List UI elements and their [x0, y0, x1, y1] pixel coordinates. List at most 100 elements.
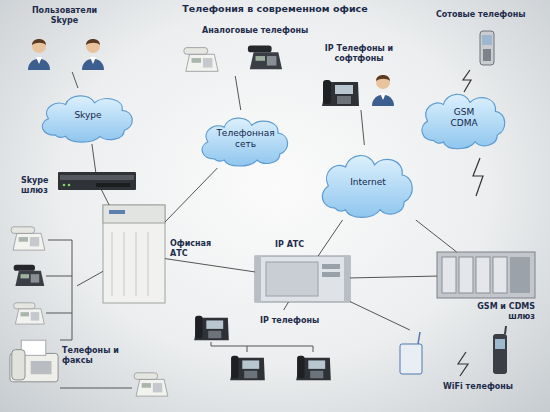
pbx-badge — [109, 210, 125, 214]
connector-line — [350, 302, 410, 330]
cloud-outline — [422, 94, 505, 148]
wifi-phone-antenna — [505, 326, 506, 334]
ip-softphones — [322, 75, 394, 106]
analog-phone — [184, 48, 218, 72]
device-case — [58, 172, 136, 190]
office-phones — [10, 227, 168, 396]
user-icon — [372, 75, 394, 106]
phone-group: Телефоны и факсы — [5, 218, 77, 394]
connector-line — [72, 72, 78, 88]
gateway-device: Skype шлюз — [58, 172, 136, 190]
connector-line — [102, 190, 110, 205]
gateway-module — [493, 257, 507, 293]
connector-line — [318, 220, 342, 256]
connector-line — [165, 168, 217, 222]
node-label: Телефоны и факсы — [62, 346, 124, 366]
server-case — [255, 256, 350, 302]
office-pbx — [103, 205, 165, 303]
pbx-slot — [136, 232, 137, 296]
ip-phones — [194, 316, 331, 380]
desk-phone — [14, 303, 45, 324]
phone-group: IP Телефоны и софтфоны — [318, 70, 400, 110]
phone-group: Сотовые телефоны — [472, 28, 502, 68]
wireless-signal — [463, 70, 471, 92]
cloud-label: Skype — [38, 110, 138, 121]
phone-group: WiFi телефоны — [395, 330, 530, 380]
server-handle — [255, 256, 261, 302]
wifi-phone-screen — [495, 339, 505, 349]
analog-phone — [248, 46, 282, 70]
node-label: Пользователи Skype — [27, 6, 102, 26]
pbx-slot — [112, 232, 113, 296]
access-point — [400, 344, 422, 374]
gsm-gateway — [437, 252, 535, 298]
skype-gateway — [58, 172, 136, 190]
connector-line — [416, 220, 457, 252]
gateway-device: GSM и CDMS шлюз — [437, 252, 535, 298]
pbx-top — [103, 205, 165, 223]
gateway-module — [459, 257, 473, 293]
access-point-antenna — [418, 332, 420, 344]
analog-phones — [184, 46, 282, 72]
connector-line — [165, 259, 255, 272]
gateway-module — [442, 257, 456, 293]
connector-line — [235, 76, 241, 110]
connector-line — [350, 276, 437, 278]
device-ports — [96, 183, 130, 187]
phone-group: IP телефоны — [188, 310, 333, 386]
cloud-label: Телефонная сеть — [208, 128, 283, 150]
ip-phone — [194, 316, 229, 340]
pbx-slot — [148, 232, 149, 296]
connector-line — [284, 302, 289, 310]
wifi-phone — [493, 334, 507, 374]
server-drive — [322, 264, 340, 269]
cloud-outline — [202, 118, 287, 166]
server-bezel — [266, 262, 318, 296]
connector-line — [92, 144, 96, 172]
device-led — [68, 184, 71, 187]
node-label: GSM и CDMS шлюз — [462, 302, 535, 322]
cloud-label: GSM CDMA — [442, 107, 486, 129]
gateway-panel — [510, 257, 530, 293]
ip-phone — [230, 356, 265, 380]
user-icon — [82, 39, 104, 70]
ip-phone — [322, 80, 359, 106]
device-panel — [60, 175, 134, 180]
node-label: Сотовые телефоны — [436, 10, 536, 20]
network-cloud: Телефонная сеть — [198, 110, 293, 168]
desk-phone — [134, 373, 168, 396]
pbx-case — [103, 205, 165, 303]
wifi-phones — [400, 326, 527, 374]
ip-phone — [296, 356, 331, 380]
node-label: IP АТС — [275, 240, 335, 250]
network-cloud: GSM CDMA — [418, 85, 510, 151]
node-label: Офисная АТС — [170, 239, 220, 259]
pbx-device: IP АТС — [255, 256, 350, 302]
desk-phone — [11, 227, 45, 250]
connector-line — [361, 110, 364, 145]
phone-group: Аналоговые телефоны — [180, 42, 285, 76]
node-label: Skype шлюз — [21, 176, 56, 196]
wireless-signal — [473, 158, 483, 196]
node-label: WiFi телефоны — [443, 382, 533, 392]
node-label: IP телефоны — [260, 316, 340, 326]
phone-wiring — [46, 240, 132, 388]
pbx-device: Офисная АТС — [103, 205, 165, 303]
lan-wiring — [211, 342, 313, 352]
skype-cloud: Skype — [38, 88, 138, 144]
node-label: Аналоговые телефоны — [202, 26, 322, 36]
server-handle — [344, 256, 350, 302]
diagram-title: Телефония в современном офисе — [140, 3, 410, 14]
server-drive — [322, 272, 340, 277]
pbx-slot — [124, 232, 125, 296]
cell-phone — [480, 31, 494, 65]
desk-phone — [14, 265, 45, 286]
node-label: IP Телефоны и софтфоны — [320, 44, 398, 64]
gateway-case — [437, 252, 535, 298]
wireless-signal — [458, 352, 468, 376]
user-group: Пользователи Skype — [15, 32, 115, 72]
device-led — [63, 184, 66, 187]
ip-pbx — [255, 256, 350, 302]
fax-machine — [10, 340, 58, 382]
